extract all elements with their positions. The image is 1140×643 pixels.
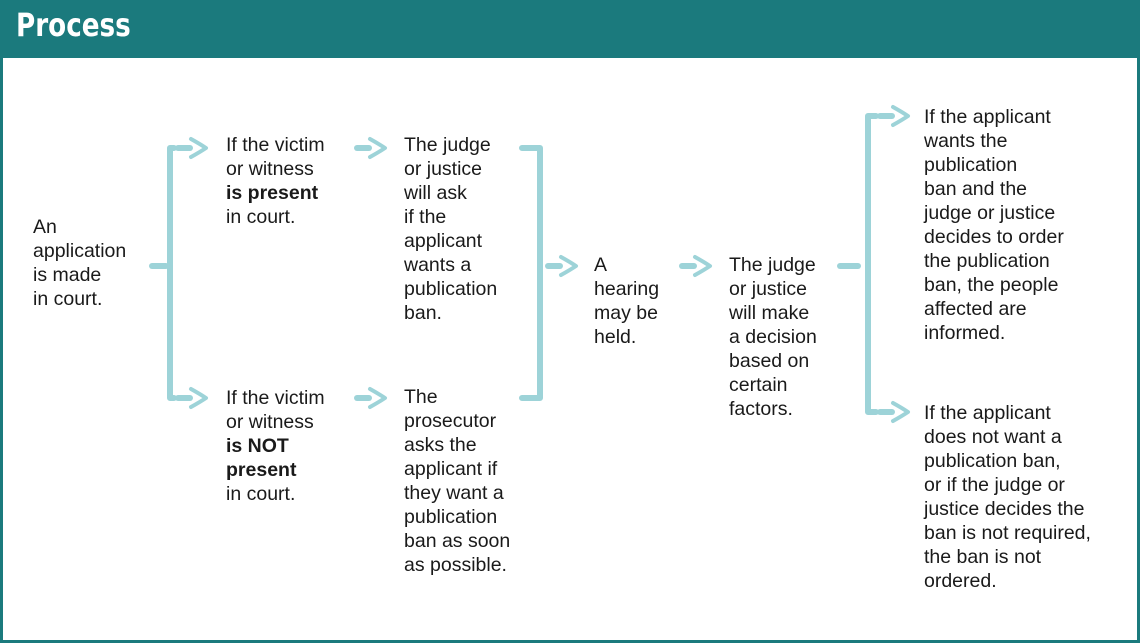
- node-line: the publication: [924, 250, 1050, 272]
- node-line: ban.: [404, 302, 442, 324]
- node-line: If the applicant: [924, 106, 1051, 128]
- node-line: prosecutor: [404, 410, 497, 432]
- node-line: in court.: [226, 206, 296, 228]
- node-application: An application is made in court.: [33, 215, 126, 311]
- node-line: ordered.: [924, 570, 997, 592]
- node-line: may be: [594, 302, 658, 324]
- arrow-chevron: [891, 401, 910, 423]
- node-line: a decision: [729, 326, 817, 348]
- arrow-chevron: [189, 387, 208, 409]
- node-line-emphasis: present: [226, 459, 297, 481]
- node-line: will ask: [404, 182, 467, 204]
- node-line: based on: [729, 350, 810, 372]
- node-line: If the victim: [226, 134, 325, 156]
- node-line: applicant: [404, 230, 483, 252]
- node-prosecutor-asks: The prosecutor asks the applicant if the…: [404, 385, 510, 577]
- node-line: affected are: [924, 298, 1027, 320]
- arrow-chevron: [891, 105, 910, 127]
- node-line: ban and the: [924, 178, 1028, 200]
- bracket-left: [167, 145, 177, 401]
- node-line-emphasis: is NOT: [226, 435, 289, 457]
- node-line: asks the: [404, 434, 477, 456]
- node-line: hearing: [594, 278, 660, 300]
- node-line: The judge: [404, 134, 491, 156]
- arrow-chevron: [368, 387, 387, 409]
- node-line: An: [33, 216, 57, 238]
- arrow-chevron: [189, 137, 208, 159]
- header-bar: Process: [0, 0, 1140, 58]
- node-line-emphasis: is present: [226, 182, 319, 204]
- node-line: informed.: [924, 322, 1006, 344]
- node-line: will make: [729, 302, 810, 324]
- node-line: wants a: [404, 254, 472, 276]
- node-line: or witness: [226, 158, 314, 180]
- node-line: is made: [33, 264, 102, 286]
- node-outcome-not-ordered: If the applicant does not want a publica…: [924, 401, 1091, 593]
- node-line: ban as soon: [404, 530, 511, 552]
- bracket-middle: [519, 145, 543, 401]
- node-line: does not want a: [924, 426, 1062, 448]
- node-hearing: A hearing may be held.: [594, 253, 659, 349]
- node-line: in court.: [33, 288, 103, 310]
- node-line: If the applicant: [924, 402, 1051, 424]
- node-line: publication ban,: [924, 450, 1061, 472]
- node-line: as possible.: [404, 554, 507, 576]
- arrow-chevron: [693, 255, 712, 277]
- node-line: wants the: [924, 130, 1008, 152]
- node-line: or if the judge or: [924, 474, 1065, 496]
- node-line: or justice: [404, 158, 483, 180]
- node-outcome-ordered: If the applicant wants the publication b…: [924, 105, 1064, 345]
- node-line: factors.: [729, 398, 793, 420]
- node-line: The: [404, 386, 438, 408]
- node-line: ban is not required,: [924, 522, 1091, 544]
- node-line: application: [33, 240, 127, 262]
- node-line: the ban is not: [924, 546, 1042, 568]
- node-line: publication: [404, 506, 498, 528]
- node-line: publication: [404, 278, 498, 300]
- node-line: publication: [924, 154, 1018, 176]
- node-line: certain: [729, 374, 788, 396]
- arrow-chevron: [368, 137, 387, 159]
- node-line: judge or justice: [924, 202, 1056, 224]
- node-line: if the: [404, 206, 447, 228]
- node-line: The judge: [729, 254, 816, 276]
- node-line: A: [594, 254, 608, 276]
- node-victim-not-present: If the victim or witness is NOT present …: [226, 386, 325, 506]
- node-line: or witness: [226, 411, 314, 433]
- node-line: If the victim: [226, 387, 325, 409]
- node-line: or justice: [729, 278, 808, 300]
- bracket-right: [865, 113, 879, 415]
- node-line: they want a: [404, 482, 504, 504]
- node-victim-present: If the victim or witness is present in c…: [226, 133, 325, 229]
- node-line: applicant if: [404, 458, 498, 480]
- node-line: justice decides the: [924, 498, 1085, 520]
- page-title: Process: [16, 6, 131, 44]
- arrow-chevron: [559, 255, 578, 277]
- node-line: held.: [594, 326, 637, 348]
- node-judge-decision: The judge or justice will make a decisio…: [729, 253, 817, 421]
- node-line: in court.: [226, 483, 296, 505]
- node-line: ban, the people: [924, 274, 1059, 296]
- node-line: decides to order: [924, 226, 1064, 248]
- node-judge-asks: The judge or justice will ask if the app…: [404, 133, 497, 325]
